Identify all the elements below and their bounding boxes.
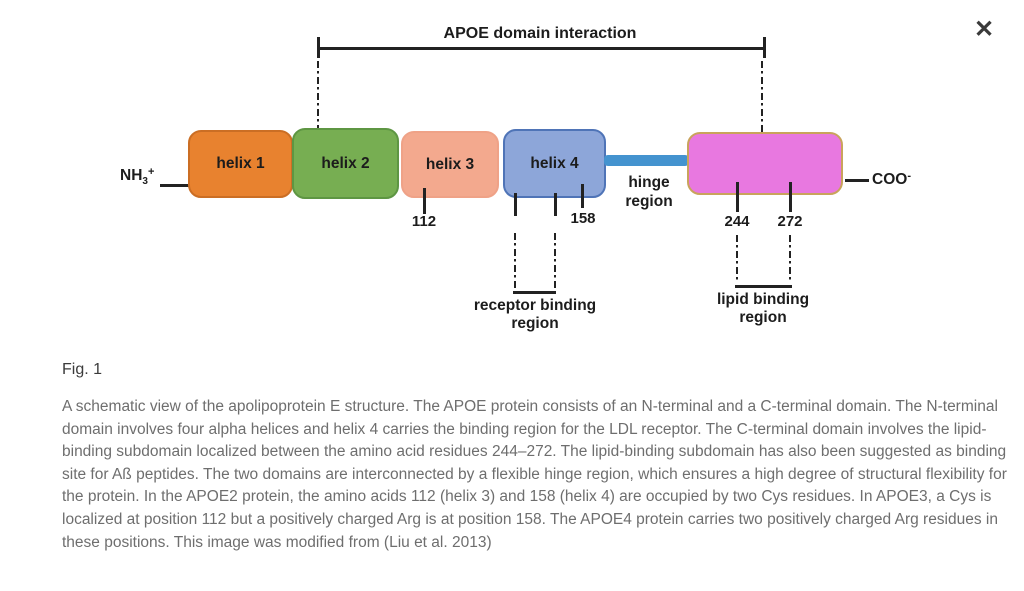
- helix-4-box: helix 4: [503, 129, 606, 198]
- helix-3-label: helix 3: [425, 155, 475, 173]
- bracket-dash-left: [317, 61, 319, 128]
- receptor-region-tick-right: [554, 193, 557, 216]
- lipid-binding-region-label: lipid binding region: [716, 291, 810, 326]
- helix-1-box: helix 1: [188, 130, 293, 198]
- c-terminal-domain-box: [687, 132, 843, 195]
- hinge-region-label: hinge region: [625, 174, 673, 210]
- bracket-line: [318, 47, 765, 50]
- bracket-dash-right: [761, 61, 763, 132]
- helix-2-box: helix 2: [292, 128, 399, 199]
- residue-272-label: 272: [777, 213, 803, 230]
- c-terminus-sup: -: [907, 170, 911, 182]
- n-terminus-sup: +: [147, 166, 155, 178]
- residue-244-tick: [736, 182, 739, 212]
- c-terminus-base: COO: [872, 171, 908, 188]
- bracket-tick-left: [317, 37, 320, 58]
- helix-4-label: helix 4: [530, 154, 579, 172]
- helix-1-label: helix 1: [216, 155, 265, 172]
- helix-3-box: helix 3: [401, 131, 499, 198]
- residue-272-tick: [789, 182, 792, 212]
- figure-caption-title: Fig. 1: [62, 361, 103, 378]
- bracket-label: APOE domain interaction: [443, 25, 637, 42]
- n-terminus-connector: [160, 184, 190, 187]
- apoe-structure-diagram: APOE domain interaction NH3+ helix 1 hel…: [120, 25, 911, 332]
- c-terminus-connector: [845, 179, 869, 182]
- bracket-tick-right: [763, 37, 766, 58]
- lipid-region-dash-right: [789, 235, 791, 283]
- receptor-region-dash-left: [514, 233, 516, 288]
- residue-244-label: 244: [724, 213, 750, 230]
- close-icon[interactable]: ✕: [966, 12, 1002, 48]
- n-terminus-label: NH3+: [120, 166, 154, 187]
- residue-158-tick: [581, 184, 584, 208]
- residue-112-label: 112: [411, 213, 437, 230]
- receptor-region-tick-left: [514, 193, 517, 216]
- n-terminus-base: NH: [120, 167, 143, 184]
- lipid-region-dash-left: [736, 235, 738, 283]
- receptor-binding-region-label: receptor binding region: [473, 297, 597, 332]
- residue-112-tick: [423, 188, 426, 214]
- n-terminus-sub: 3: [142, 176, 148, 187]
- residue-158-label: 158: [570, 210, 596, 227]
- c-terminus-label: COO-: [872, 170, 911, 189]
- lipid-region-underline: [735, 285, 792, 288]
- hinge-bar: [604, 155, 689, 166]
- receptor-region-underline: [513, 291, 556, 294]
- receptor-region-dash-right: [554, 233, 556, 288]
- figure-caption-text: A schematic view of the apolipoprotein E…: [62, 398, 1007, 551]
- helix-2-label: helix 2: [321, 154, 370, 172]
